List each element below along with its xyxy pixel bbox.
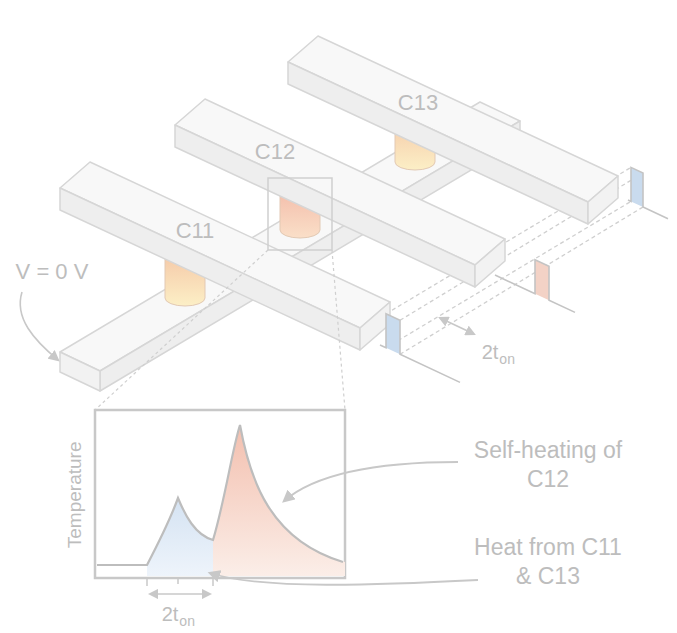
cell-label: C11 xyxy=(176,217,215,245)
callout-arrow xyxy=(284,462,458,501)
interval-subscript: on xyxy=(179,613,195,631)
zoom-line xyxy=(95,250,268,410)
pulse-fill xyxy=(631,167,643,207)
pulse-line xyxy=(380,314,460,383)
temperature-plot xyxy=(95,410,345,594)
electrode-end-face xyxy=(588,176,618,224)
interval-arrow xyxy=(150,593,210,595)
zoom-box xyxy=(268,178,332,250)
tick xyxy=(212,578,214,586)
cell-label: C13 xyxy=(398,89,438,117)
tick xyxy=(177,578,179,584)
heat-area xyxy=(213,425,345,576)
callout-arrow xyxy=(210,573,478,585)
top-electrodes xyxy=(60,36,618,350)
electrode-top-face xyxy=(60,162,390,328)
zoom-line xyxy=(332,250,345,410)
top-electrode xyxy=(60,162,390,350)
pulse-line xyxy=(495,260,575,313)
interval-subscript: on xyxy=(499,351,515,369)
cell-label: C12 xyxy=(255,138,295,166)
electrode-end-face xyxy=(475,239,505,287)
electrode-side-face xyxy=(60,188,360,350)
interval-arrow xyxy=(440,318,474,334)
axis-label: Temperature xyxy=(63,442,87,549)
temperature-curve xyxy=(97,425,343,565)
leader-arrow xyxy=(20,292,58,360)
voltage-pulses xyxy=(380,167,668,382)
tick xyxy=(146,578,148,586)
interval-label: 2t xyxy=(482,340,499,365)
callout-text: Self-heating of C12 xyxy=(468,436,628,494)
plot-frame xyxy=(95,410,345,578)
electrode-end-face xyxy=(60,352,100,391)
pulse-line xyxy=(628,167,668,218)
callout-text: Heat from C11 & C13 xyxy=(468,533,628,591)
voltage-label: V = 0 V xyxy=(16,258,89,286)
interval-label: 2t xyxy=(162,602,179,627)
